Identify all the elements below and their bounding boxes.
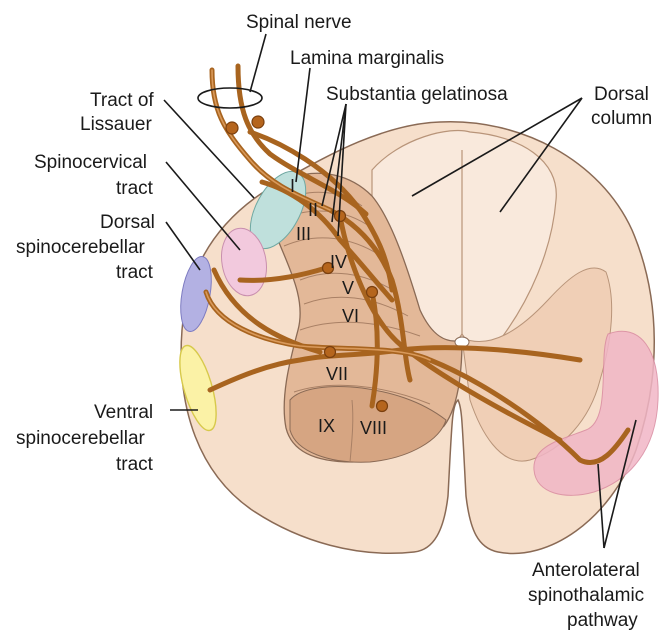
label-dorsal-column-line2: column (591, 108, 652, 129)
lamina-VII-label: VII (326, 364, 348, 384)
lamina-VIII-label: VIII (360, 418, 387, 438)
label-ventral-spinocerebellar-line1: Ventral (94, 402, 153, 423)
label-anterolateral-line3: pathway (567, 610, 638, 631)
lamina-VI-label: VI (342, 306, 359, 326)
label-anterolateral-line1: Anterolateral (532, 560, 640, 581)
lamina-III-label: III (296, 224, 311, 244)
label-ventral-spinocerebellar-line3: tract (116, 454, 154, 475)
leader-lines (163, 33, 637, 549)
label-spinal-nerve: Spinal nerve (246, 12, 352, 33)
spinal-nerve-loop (197, 87, 263, 109)
ventral-horn (289, 386, 447, 463)
label-dorsal-spinocerebellar-line1: Dorsal (100, 212, 155, 233)
lamina-V-label: V (342, 278, 354, 298)
lamina-I-label: I (290, 176, 295, 196)
lamina-II-label: II (308, 200, 318, 220)
nerve-fiber-highlights (205, 69, 431, 361)
label-tract-of-lissauer-line1: Tract of (90, 90, 154, 111)
label-dorsal-column-line1: Dorsal (594, 84, 649, 105)
label-substantia-gelatinosa: Substantia gelatinosa (326, 84, 508, 105)
label-lamina-marginalis: Lamina marginalis (290, 48, 444, 69)
lamina-IX-label: IX (318, 416, 335, 436)
ventral-spinocerebellar-tract-region (179, 344, 217, 432)
label-dorsal-spinocerebellar-line3: tract (116, 262, 154, 283)
label-anterolateral-line2: spinothalamic (528, 585, 644, 606)
label-ventral-spinocerebellar-line2: spinocerebellar (16, 428, 146, 449)
label-spinocervical-line1: Spinocervical (34, 152, 147, 173)
label-tract-of-lissauer-line2: Lissauer (80, 114, 152, 135)
label-dorsal-spinocerebellar-line2: spinocerebellar (16, 237, 146, 258)
lamina-IV-label: IV (330, 252, 347, 272)
label-spinocervical-line2: tract (116, 178, 154, 199)
